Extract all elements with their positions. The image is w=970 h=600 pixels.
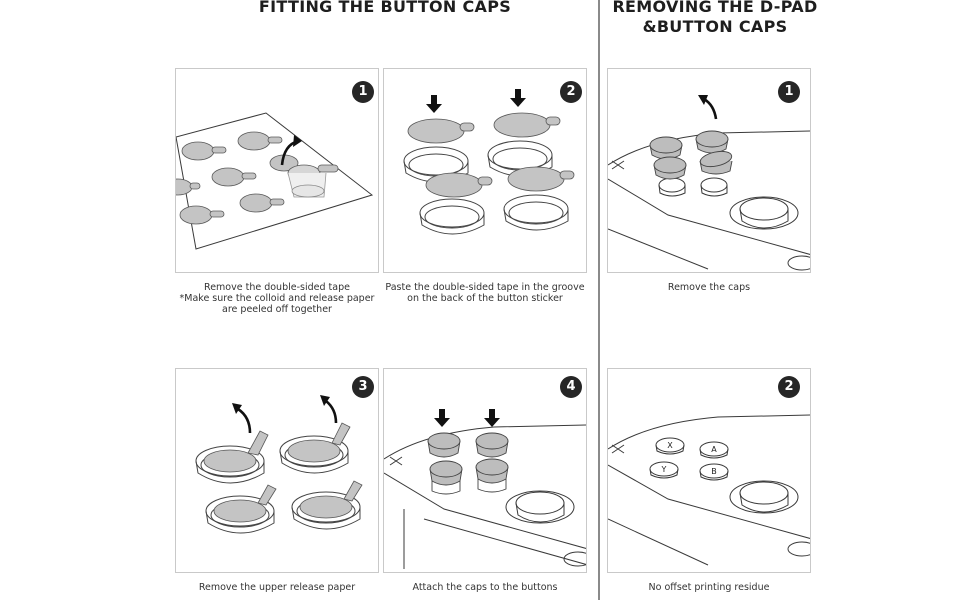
release-paper-illustration	[195, 395, 363, 534]
removing-step-1-caption: Remove the caps	[667, 282, 751, 293]
fitting-step-1-panel: 1	[175, 68, 379, 273]
remove-caps-illustration	[608, 95, 810, 271]
fitting-step-1-caption: Remove the double-sided tape *Make sure …	[170, 282, 384, 315]
removing-step-1-panel: 1	[607, 68, 811, 273]
caption-line: on the back of the button sticker	[407, 293, 563, 304]
a-button-letter: A	[711, 445, 717, 454]
clean-buttons-illustration: X A Y B	[608, 414, 810, 566]
step-badge: 3	[352, 376, 374, 398]
fitting-step-4-caption: Attach the caps to the buttons	[412, 582, 558, 593]
fitting-step-3-caption: Remove the upper release paper	[198, 582, 356, 593]
removing-step-2-panel: X A Y B 2	[607, 368, 811, 573]
caption-line: are peeled off together	[222, 304, 332, 315]
removing-step-2-caption: No offset printing residue	[648, 582, 770, 593]
paste-tape-illustration	[403, 89, 575, 235]
caption-line: *Make sure the colloid and release paper	[179, 293, 375, 304]
fitting-step-4-panel: 4	[383, 368, 587, 573]
caption-line: Remove the double-sided tape	[204, 282, 350, 293]
fitting-step-2-panel: 2	[383, 68, 587, 273]
fitting-step-3-panel: 3	[175, 368, 379, 573]
fitting-step-2-caption: Paste the double-sided tape in the groov…	[378, 282, 592, 304]
step-badge: 1	[352, 81, 374, 103]
step-badge: 1	[778, 81, 800, 103]
step-badge: 2	[778, 376, 800, 398]
removing-heading: REMOVING THE D-PAD &BUTTON CAPS	[605, 0, 825, 37]
step-badge: 4	[560, 376, 582, 398]
tape-sheet-illustration	[176, 112, 374, 250]
removing-heading-line1: REMOVING THE D-PAD	[612, 0, 818, 16]
attach-caps-illustration	[384, 409, 586, 569]
b-button-letter: B	[711, 467, 717, 476]
step-badge: 2	[560, 81, 582, 103]
caption-line: Paste the double-sided tape in the groov…	[385, 282, 585, 293]
removing-heading-line2: &BUTTON CAPS	[642, 17, 788, 36]
y-button-letter: Y	[661, 465, 667, 474]
fitting-heading: FITTING THE BUTTON CAPS	[258, 0, 512, 16]
x-button-letter: X	[667, 441, 673, 450]
section-divider	[598, 0, 600, 600]
